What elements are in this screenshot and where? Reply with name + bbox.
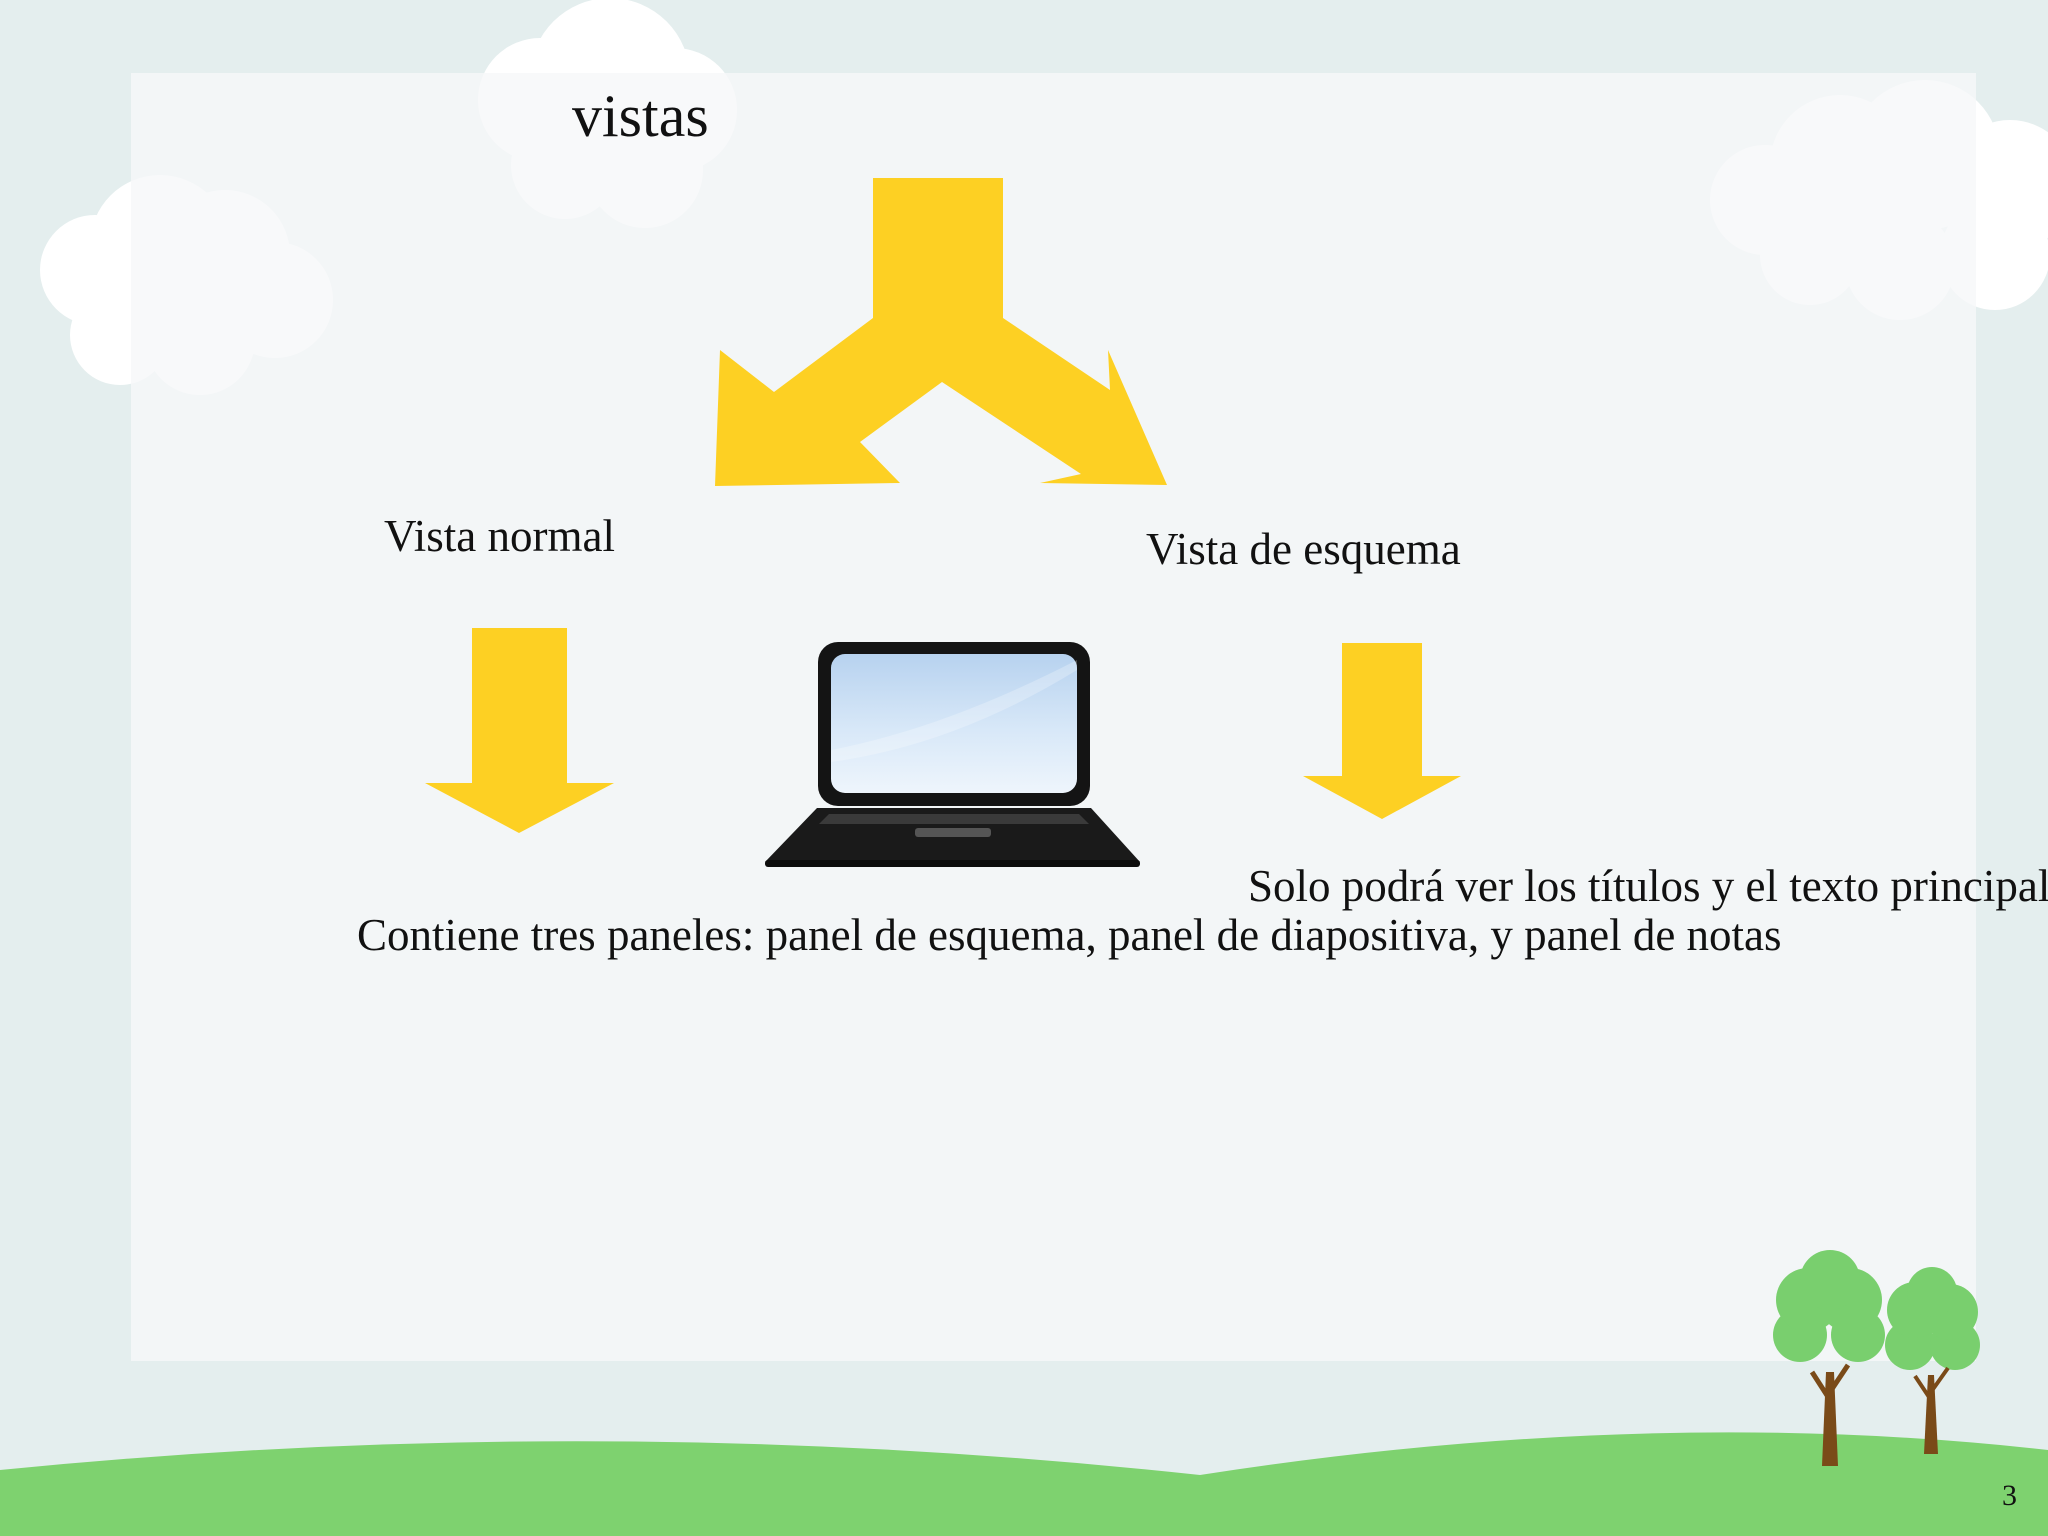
tree-icon (1773, 1250, 1885, 1466)
vista-normal-label: Vista normal (384, 511, 615, 561)
down-arrow-icon (1303, 643, 1461, 819)
vista-esquema-description: Solo podrá ver los títulos y el texto pr… (1248, 861, 2048, 911)
laptop-icon (765, 642, 1140, 867)
split-arrow-icon (715, 178, 1167, 486)
grass-hill (0, 1432, 2048, 1536)
down-arrow-icon (425, 628, 614, 833)
tree-icon (1885, 1267, 1980, 1454)
vista-normal-description: Contiene tres paneles: panel de esquema,… (357, 910, 1782, 960)
page-number: 3 (2002, 1479, 2017, 1512)
vista-esquema-label: Vista de esquema (1146, 524, 1461, 574)
slide-title: vistas (572, 83, 709, 149)
